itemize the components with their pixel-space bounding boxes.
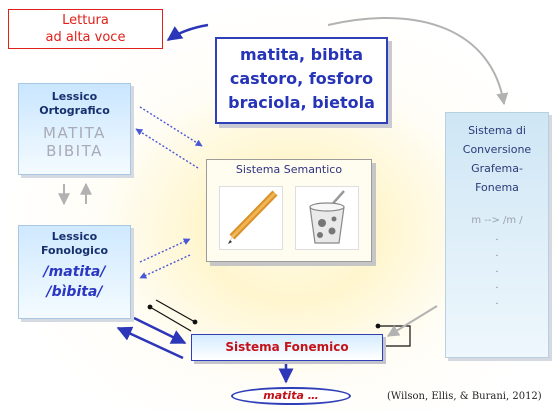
output-ellipse: matita … (231, 387, 351, 405)
lettura-line2: ad alta voce (45, 30, 126, 45)
connector-dot-2 (192, 319, 198, 325)
lessico-ortografico-word1: MATITA (43, 124, 106, 142)
black-connector-1 (149, 306, 192, 332)
lessico-fonologico-title1: Lessico (51, 230, 98, 243)
connector-dot-1 (147, 304, 153, 310)
dotted-arrow-fono-sem-2 (139, 254, 191, 279)
lessico-ortografico-word2: BIBITA (46, 142, 103, 160)
sistema-fonemico-title: Sistema Fonemico (225, 340, 349, 354)
blue-arrow-fonemic-fono (116, 326, 184, 360)
words-line2: castoro, fosforo (229, 69, 374, 88)
sistema-semantico-box: Sistema Semantico (206, 159, 372, 262)
sistema-semantico-title: Sistema Semantico (235, 163, 343, 176)
drink-cup-image (295, 186, 359, 250)
dotted-arrow-orto-sem-1 (139, 106, 203, 147)
conversione-dots: . . . . . (446, 230, 548, 310)
lessico-ortografico-title1: Lessico (51, 90, 98, 103)
lessico-fonologico-word1: /matita/ (43, 264, 106, 280)
dotted-arrow-fono-sem-1 (139, 238, 191, 263)
conversione-line1: Sistema di (468, 124, 526, 137)
lessico-ortografico-box: Lessico Ortografico MATITA BIBITA (18, 83, 131, 175)
conversione-line3: Grafema- (471, 162, 523, 175)
lessico-fonologico-box: Lessico Fonologico /matita/ /bìbita/ (18, 225, 131, 319)
dot: . (495, 280, 499, 291)
dot: . (495, 296, 499, 307)
dot: . (495, 264, 499, 275)
conversione-line2: Conversione (462, 143, 532, 156)
words-line1: matita, bibita (239, 45, 363, 64)
pencil-image (219, 186, 283, 250)
sistema-conversione-box: Sistema di Conversione Grafema- Fonema m… (445, 112, 549, 358)
top-arrow (166, 23, 209, 42)
dot: . (495, 232, 499, 243)
lettura-line1: Lettura (62, 13, 109, 28)
sistema-fonemico-box: Sistema Fonemico (191, 334, 383, 361)
conversione-mapping: m --> /m / (471, 215, 523, 226)
conversione-line4: Fonema (475, 181, 519, 194)
words-line3: braciola, bietola (228, 93, 375, 112)
grey-arc-arrow (327, 17, 509, 106)
blue-arrow-fono-fonemic (133, 316, 187, 345)
words-box: matita, bibita castoro, fosforo braciola… (215, 37, 388, 124)
dotted-arrow-orto-sem-2 (135, 128, 199, 169)
black-connector-2 (155, 299, 196, 323)
dot: . (495, 248, 499, 259)
lessico-fonologico-word2: /bìbita/ (46, 284, 103, 300)
citation: (Wilson, Ellis, & Burani, 2012) (387, 391, 542, 402)
bracket-dot (375, 323, 381, 329)
grey-arrow-conv-fonemic (386, 305, 438, 337)
lettura-box: Lettura ad alta voce (8, 9, 163, 49)
output-text: matita … (263, 389, 319, 402)
lessico-fonologico-title2: Fonologico (40, 244, 109, 257)
lessico-ortografico-title2: Ortografico (39, 104, 110, 117)
